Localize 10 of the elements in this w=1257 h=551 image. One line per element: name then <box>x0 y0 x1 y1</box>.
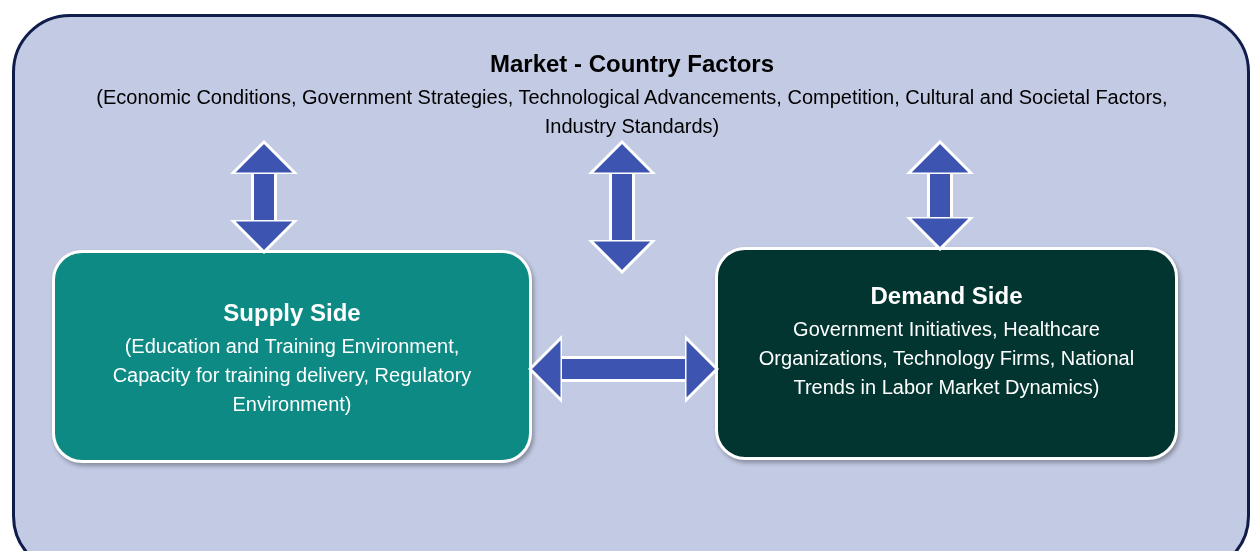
double-arrow <box>588 140 656 274</box>
heading: Market - Country Factors <box>488 49 776 79</box>
rounded-box <box>52 250 532 463</box>
rounded-box <box>715 247 1178 460</box>
description: (Economic Conditions, Government Strategies, Technological Advancements, Competition, Cultural and Societal Factors, Industry Standards) <box>95 85 1169 140</box>
box-title: Supply Side <box>222 298 362 328</box>
box-title: Demand Side <box>869 281 1024 311</box>
outer-panel <box>12 14 1250 551</box>
box-description: Government Initiatives, Healthcare Organizations, Technology Firms, National Trends in Labor Market Dynamics) <box>757 317 1136 401</box>
box-description: (Education and Training Environment, Capacity for training delivery, Regulatory Environment) <box>111 334 473 418</box>
